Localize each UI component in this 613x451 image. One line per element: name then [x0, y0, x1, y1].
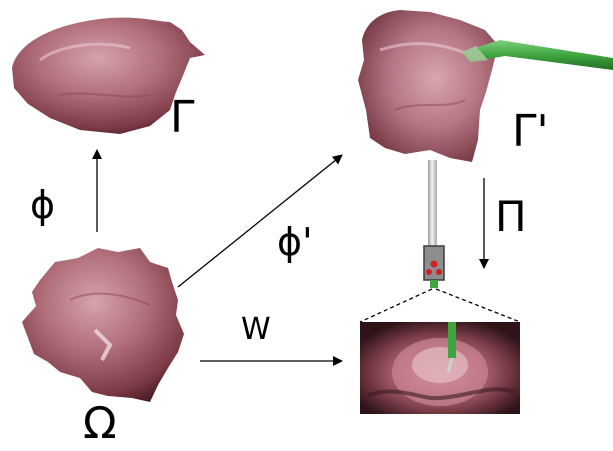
label-phi: ϕ — [30, 186, 55, 224]
label-gamma-prime: Γ' — [512, 110, 549, 154]
projection-frustum — [360, 289, 520, 322]
label-pi: Π — [495, 196, 527, 238]
label-omega: Ω — [83, 402, 117, 446]
camera-view — [360, 322, 520, 414]
arrow-phi-prime — [178, 155, 342, 287]
label-gamma: Γ — [170, 96, 195, 140]
label-phi-prime: ϕ' — [277, 223, 313, 261]
domain-omega — [22, 248, 184, 402]
surface-gamma-prime — [358, 10, 498, 162]
label-w: W — [241, 315, 271, 345]
camera-probe — [424, 160, 444, 288]
